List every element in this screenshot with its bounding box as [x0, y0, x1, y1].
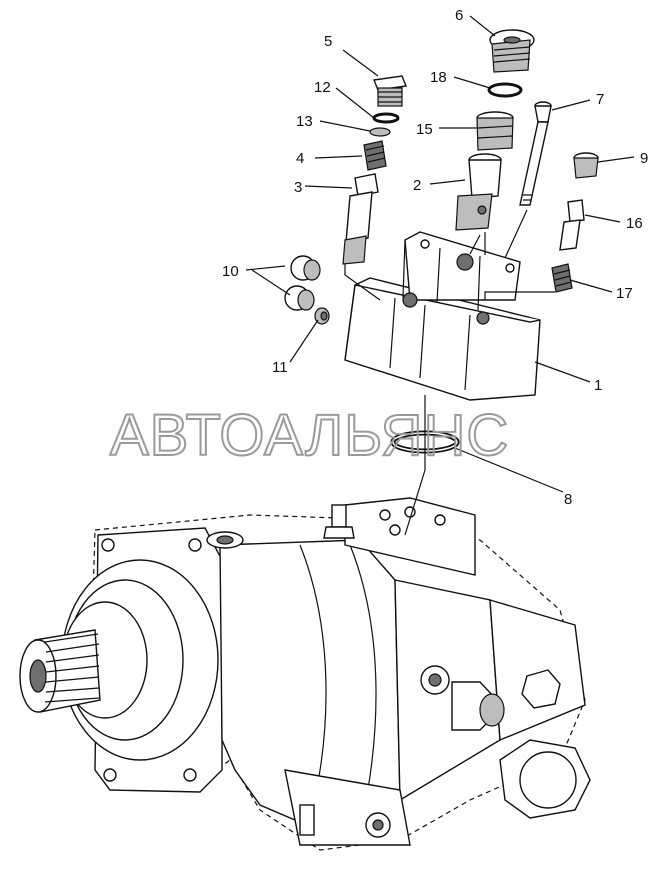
- part-6-plug: [489, 29, 535, 73]
- part-3-spool: [342, 173, 379, 265]
- part-2-spool: [455, 153, 502, 231]
- part-11-plug: [314, 307, 330, 325]
- part-7-bolt: [519, 101, 552, 206]
- valve-block: [344, 231, 541, 401]
- part-9-plug: [573, 152, 599, 179]
- part-5-plug: [373, 75, 407, 107]
- motor-housing: [19, 497, 591, 851]
- callout-5: 5: [324, 33, 332, 50]
- part-4-spring: [363, 140, 387, 171]
- leader-lines: [245, 15, 635, 493]
- callout-13: 13: [296, 113, 313, 130]
- callout-16: 16: [626, 215, 643, 232]
- callout-labels: 5 6 12 18 7 13 15 4 9 3 2 16 10 17 11 1 …: [222, 7, 648, 508]
- callout-12: 12: [314, 79, 331, 96]
- callout-6: 6: [455, 7, 463, 24]
- part-13-washer: [369, 127, 391, 137]
- callout-10: 10: [222, 263, 239, 280]
- callout-11: 11: [272, 359, 288, 376]
- callout-17: 17: [616, 285, 633, 302]
- part-17-spring: [551, 263, 573, 293]
- part-12-o-ring: [372, 112, 400, 124]
- callout-18: 18: [430, 69, 447, 86]
- callout-9: 9: [640, 150, 648, 167]
- part-18-o-ring: [487, 82, 523, 98]
- callout-8: 8: [564, 491, 572, 508]
- part-16-spool: [559, 199, 585, 251]
- callout-7: 7: [596, 91, 604, 108]
- part-10-plugs: [284, 255, 321, 311]
- callout-15: 15: [416, 121, 433, 138]
- callout-1: 1: [594, 377, 602, 394]
- watermark-text: АВТОАЛЬЯНС: [110, 403, 509, 468]
- callout-2: 2: [413, 177, 421, 194]
- callout-3: 3: [294, 179, 302, 196]
- part-15-sleeve: [476, 111, 514, 151]
- callout-4: 4: [296, 150, 304, 167]
